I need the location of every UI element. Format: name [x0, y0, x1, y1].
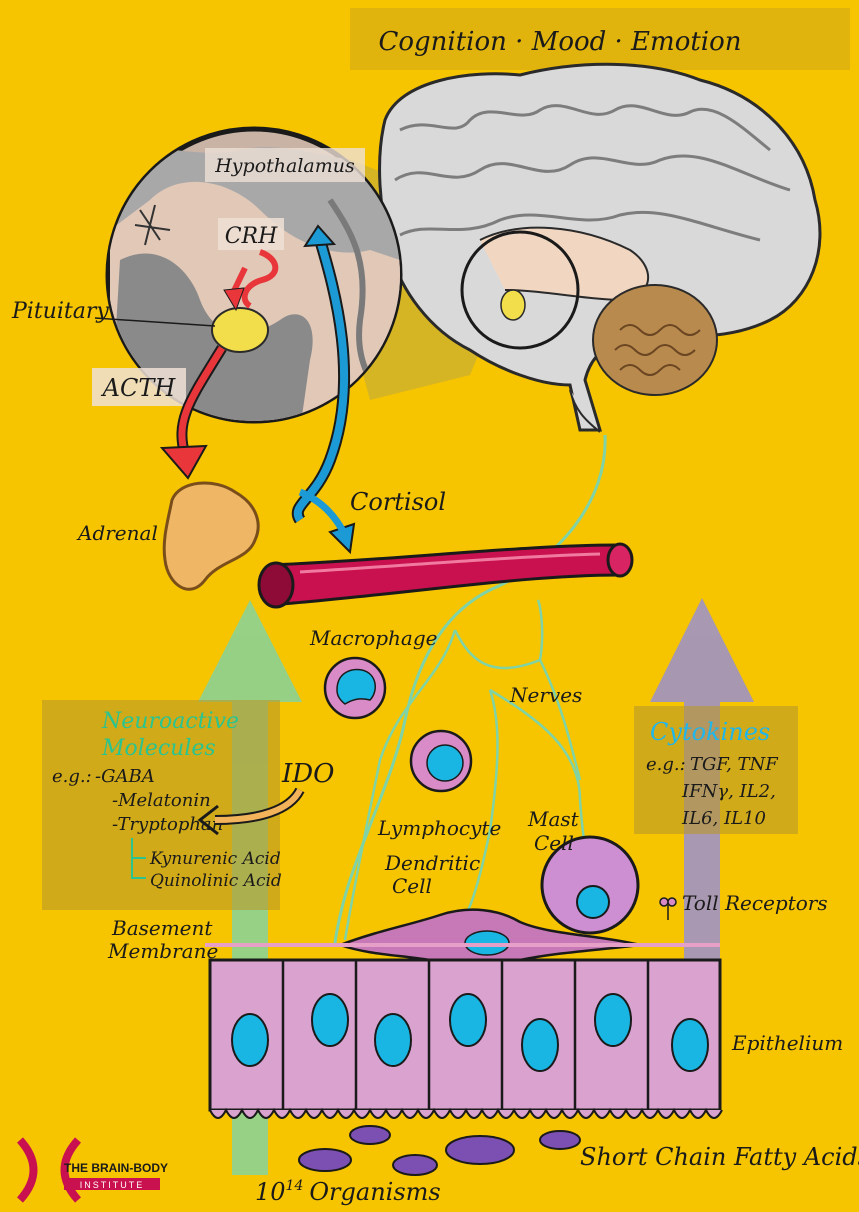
- dendritic-label-1: Dendritic: [384, 851, 480, 875]
- brain-body-logo: THE BRAIN-BODY INSTITUTE: [20, 1140, 168, 1200]
- nerves-label: Nerves: [509, 683, 582, 707]
- logo-line-1: THE BRAIN-BODY: [64, 1161, 168, 1175]
- bacteria: [299, 1126, 580, 1175]
- macrophage-label: Macrophage: [309, 626, 437, 650]
- adrenal-gland: [164, 483, 258, 589]
- lymphocyte-label: Lymphocyte: [377, 816, 501, 840]
- ido-label: IDO: [281, 759, 334, 789]
- hypothalamus-label: Hypothalamus: [214, 155, 355, 177]
- basement-label-1: Basement: [111, 916, 213, 940]
- acth-label: ACTH: [101, 374, 177, 402]
- crh-label: CRH: [225, 224, 278, 249]
- header-title: Cognition · Mood · Emotion: [378, 27, 741, 57]
- neuro-eg: e.g.:: [52, 766, 92, 787]
- cortisol-arrow-branch: [300, 492, 345, 535]
- scfa-label: Short Chain Fatty Acids: [580, 1143, 859, 1171]
- organisms-base: 10: [255, 1178, 286, 1206]
- organisms-label: 1014 Organisms: [255, 1178, 441, 1206]
- neuro-sub-item-2: Quinolinic Acid: [150, 871, 282, 891]
- toll-receptors-label: Toll Receptors: [682, 891, 828, 915]
- epithelium-layer: [210, 960, 722, 1118]
- toll-receptor-icon: [660, 898, 676, 920]
- neuro-title-1: Neuroactive: [101, 709, 239, 734]
- cytokine-line-3: IL6, IL10: [681, 808, 766, 829]
- mast-cell-label-1: Mast: [527, 807, 580, 831]
- organisms-exponent: 14: [286, 1178, 304, 1194]
- neuro-item-2: -Melatonin: [112, 790, 211, 811]
- logo-line-2: INSTITUTE: [80, 1180, 145, 1190]
- adrenal-label: Adrenal: [76, 521, 158, 545]
- neuro-item-1: -GABA: [95, 766, 155, 787]
- neuro-title-2: Molecules: [101, 736, 216, 761]
- cytokine-eg: e.g.:: [646, 754, 686, 775]
- organisms-text: Organisms: [309, 1178, 440, 1206]
- basement-label-2: Membrane: [107, 939, 218, 963]
- epithelium-label: Epithelium: [731, 1031, 843, 1055]
- cortisol-label: Cortisol: [350, 488, 446, 516]
- macrophage-cell: [325, 658, 385, 718]
- lymphocyte-cell: [411, 731, 471, 791]
- blood-vessel: [259, 544, 632, 607]
- cytokine-title: Cytokines: [650, 718, 770, 746]
- cytokine-line-2: IFNγ, IL2,: [681, 781, 776, 802]
- pituitary-gland: [212, 308, 268, 352]
- cytokine-line-1: TGF, TNF: [690, 754, 779, 775]
- mast-cell-label-2: Cell: [534, 831, 574, 855]
- pituitary-label: Pituitary: [11, 299, 109, 324]
- dendritic-label-2: Cell: [392, 874, 432, 898]
- neuro-sub-item-1: Kynurenic Acid: [149, 849, 281, 869]
- acth-arrow-head: [162, 446, 206, 478]
